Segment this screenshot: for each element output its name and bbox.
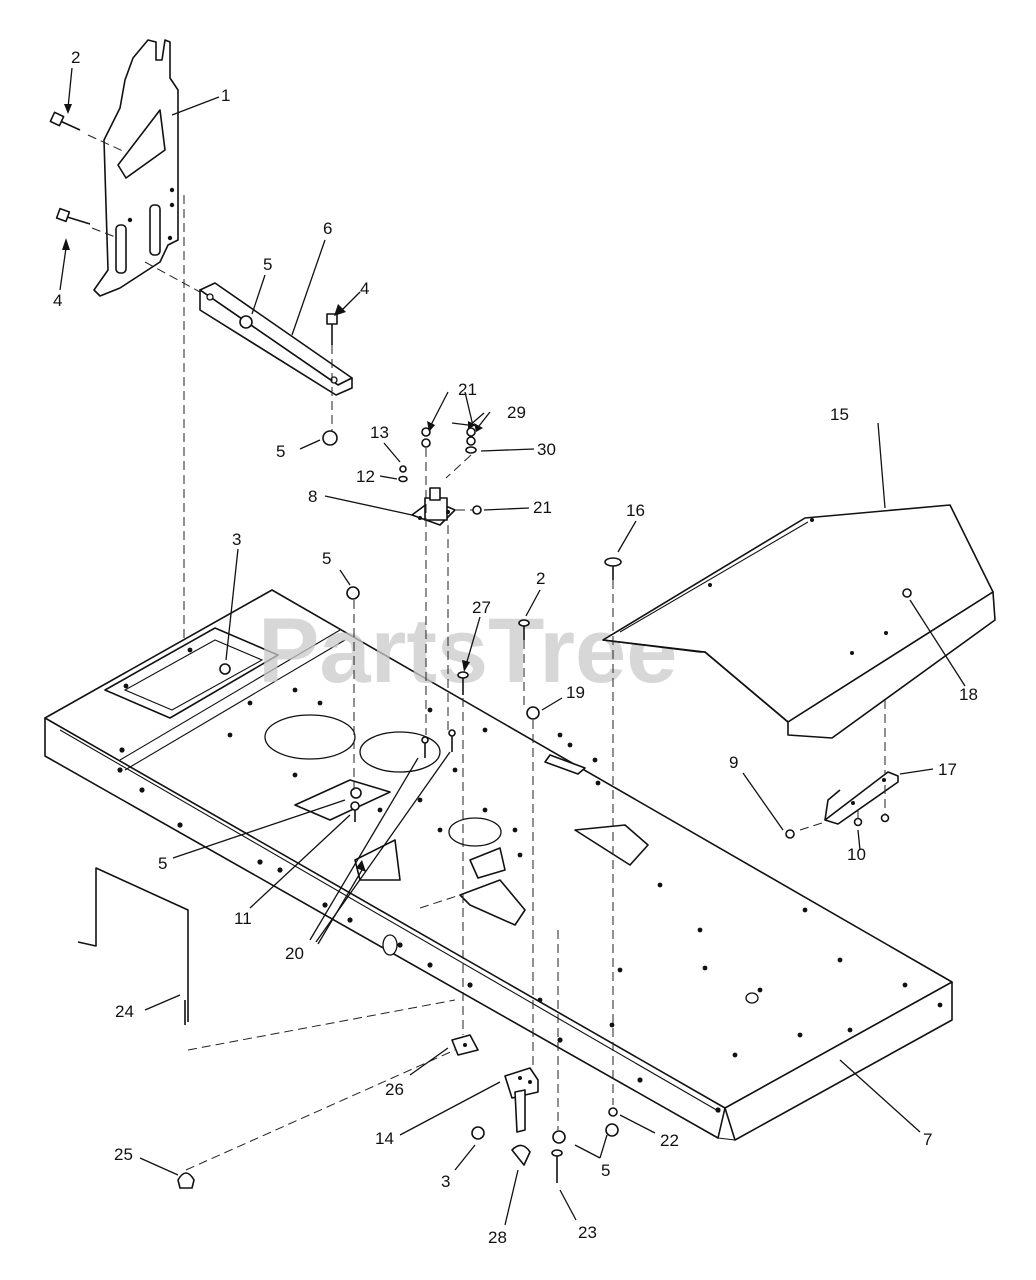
callout-23: 23 xyxy=(578,1223,597,1242)
nut-5-on-strap xyxy=(239,315,253,329)
bolt-18 xyxy=(902,588,912,598)
nut-10-a xyxy=(853,817,863,827)
washer-30 xyxy=(465,446,477,454)
callout-5-bottom: 5 xyxy=(601,1161,610,1180)
bolt-11 xyxy=(350,801,360,822)
part-1-bracket xyxy=(93,39,179,297)
callout-7: 7 xyxy=(923,1130,932,1149)
washer-29-b xyxy=(466,436,476,446)
bolt-27 xyxy=(457,671,469,695)
callout-6: 6 xyxy=(323,219,332,238)
part-8-solenoid xyxy=(411,487,456,526)
nut-13 xyxy=(399,465,407,473)
plate-holes xyxy=(117,647,943,1113)
bolts-20 xyxy=(421,729,456,758)
nut-10-b xyxy=(880,813,890,823)
callout-4-left: 4 xyxy=(53,291,62,310)
callout-16: 16 xyxy=(626,501,645,520)
callout-22: 22 xyxy=(660,1131,679,1150)
nut-21-b xyxy=(421,438,431,448)
screw-9 xyxy=(785,829,795,839)
callout-13: 13 xyxy=(370,423,389,442)
callout-3-battery: 3 xyxy=(232,530,241,549)
callout-5-lower: 5 xyxy=(158,854,167,873)
part-3-battery-bolt xyxy=(219,663,231,675)
callout-10: 10 xyxy=(847,845,866,864)
callout-30: 30 xyxy=(537,440,556,459)
bolt-23 xyxy=(551,1149,563,1183)
callout-15: 15 xyxy=(830,405,849,424)
bolt-2-top xyxy=(49,111,81,131)
washer-22 xyxy=(608,1107,618,1117)
callout-20: 20 xyxy=(285,944,304,963)
callout-27: 27 xyxy=(472,598,491,617)
callout-29: 29 xyxy=(507,403,526,422)
callout-17: 17 xyxy=(938,760,957,779)
leader-lines xyxy=(59,67,966,1226)
callout-21-right: 21 xyxy=(533,498,552,517)
callout-3-lower: 3 xyxy=(441,1172,450,1191)
callout-9: 9 xyxy=(729,753,738,772)
bolt-4-strap xyxy=(326,313,338,345)
part-17-bracket xyxy=(824,771,899,825)
part-15-cover xyxy=(602,504,996,739)
callout-18: 18 xyxy=(959,685,978,704)
part-14-pedal-bracket xyxy=(504,1067,539,1133)
callout-5-strap: 5 xyxy=(263,255,272,274)
nut-3-lower xyxy=(471,1126,485,1140)
callout-25: 25 xyxy=(114,1145,133,1164)
alignment-lines xyxy=(87,134,886,1171)
bolt-2-mid xyxy=(518,619,530,640)
callout-14: 14 xyxy=(375,1129,394,1148)
callout-26: 26 xyxy=(385,1080,404,1099)
callout-4-strap: 4 xyxy=(360,279,369,298)
nut-5-below-strap xyxy=(322,430,338,446)
callout-21-top: 21 xyxy=(458,380,477,399)
callout-11: 11 xyxy=(234,909,252,928)
nut-5-bottom-right xyxy=(605,1123,619,1137)
callout-1: 1 xyxy=(221,86,230,105)
callout-12: 12 xyxy=(356,467,375,486)
callout-5-upper: 5 xyxy=(322,549,331,568)
nut-5-bottom xyxy=(552,1130,566,1144)
callout-8: 8 xyxy=(308,487,317,506)
nut-5-lower xyxy=(350,787,362,799)
nut-5-upper xyxy=(346,586,360,600)
part-24-rod xyxy=(77,867,189,1025)
bolt-4-left xyxy=(55,207,91,225)
callout-2-top: 2 xyxy=(71,48,80,67)
washer-12 xyxy=(398,475,408,483)
bolt-16 xyxy=(604,557,622,580)
part-28-cap xyxy=(511,1144,531,1166)
callout-19: 19 xyxy=(566,683,585,702)
callout-2-mid: 2 xyxy=(536,569,545,588)
nut-19 xyxy=(526,706,540,720)
washer-29-a xyxy=(466,427,476,437)
callout-5-below-strap: 5 xyxy=(276,442,285,461)
callout-28: 28 xyxy=(488,1228,507,1247)
nut-21-right xyxy=(472,505,482,515)
callout-24: 24 xyxy=(115,1002,134,1021)
callout-labels: 1 2 4 5 6 4 5 3 21 29 30 13 12 8 21 16 1… xyxy=(53,48,978,1247)
part-26-clip xyxy=(451,1034,479,1056)
nut-21-a xyxy=(421,427,431,437)
part-6-strap xyxy=(199,282,353,396)
part-25-clip xyxy=(177,1172,195,1189)
parts-tree-watermark: PartsTree xyxy=(258,600,677,702)
